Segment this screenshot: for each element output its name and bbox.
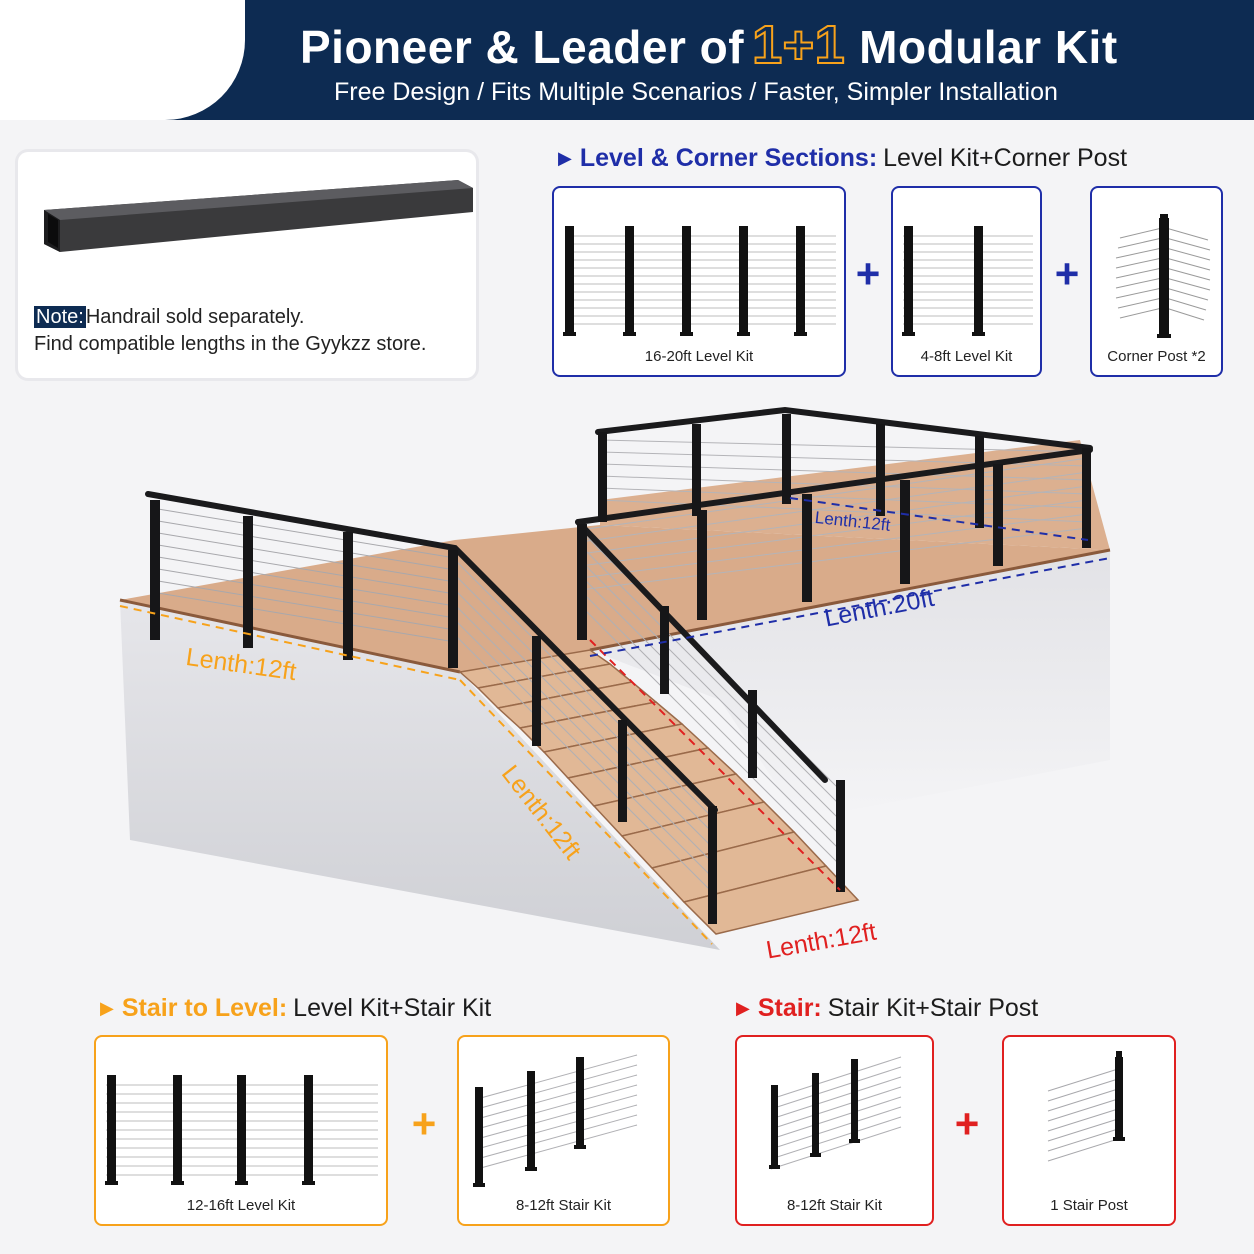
note-line1: Handrail sold separately. [85,306,305,328]
level-corner-combo: Level Kit+Corner Post [883,144,1128,172]
stair-to-level-label: Stair to Level: [121,994,288,1022]
header-corner-decoration [0,0,245,120]
title-after: Modular Kit [859,21,1118,73]
level-kit-4-8-box: 4-8ft Level Kit [891,186,1042,377]
level-kit-12-16-caption: 12-16ft Level Kit [186,1197,296,1214]
triangle-arrow-icon: ▶ [100,998,114,1018]
handrail-note-card: Note:Handrail sold separately. Find comp… [18,152,476,378]
level-kit-16-20-image [563,226,836,336]
level-kit-16-20-box: 16-20ft Level Kit [552,186,846,377]
stair-kit-red-caption: 8-12ft Stair Kit [786,1197,883,1214]
stair-kit-orange-caption: 8-12ft Stair Kit [515,1197,612,1214]
corner-post-box: Corner Post *2 [1090,186,1223,377]
stair-kit-orange-box: 8-12ft Stair Kit [457,1035,670,1226]
stair-post-image [1047,1051,1125,1162]
note-text: Note:Handrail sold separately. Find comp… [34,304,464,358]
corner-post-caption: Corner Post *2 [1107,348,1206,365]
triangle-arrow-icon: ▶ [736,998,750,1018]
stair-label: Stair: [757,994,822,1022]
stair-post-caption: 1 Stair Post [1050,1197,1128,1214]
title-before: Pioneer & Leader of [300,21,745,73]
deck-stair-illustration [119,406,1111,950]
plus-icon: + [855,250,881,297]
stair-to-level-heading: ▶ Stair to Level:Level Kit+Stair Kit [100,994,491,1023]
stair-post-box: 1 Stair Post [1002,1035,1176,1226]
stair-heading: ▶ Stair:Stair Kit+Stair Post [736,994,1038,1023]
stair-kit-red-image [769,1056,902,1170]
stair-to-level-combo: Level Kit+Stair Kit [293,994,492,1022]
corner-post-image [1115,214,1211,338]
plus-icon: + [411,1100,437,1147]
note-line2: Find compatible lengths in the Gyykzz st… [34,333,427,355]
plus-icon: + [1054,250,1080,297]
stair-kit-red-box: 8-12ft Stair Kit [735,1035,934,1226]
stair-combo: Stair Kit+Stair Post [827,994,1039,1022]
triangle-arrow-icon: ▶ [558,148,572,168]
level-kit-12-16-box: 12-16ft Level Kit [94,1035,388,1226]
page-subtitle: Free Design / Fits Multiple Scenarios / … [334,78,1058,106]
level-kit-4-8-caption: 4-8ft Level Kit [920,348,1013,365]
level-kit-12-16-image [105,1075,378,1185]
note-label: Note: [34,306,86,328]
level-kit-16-20-caption: 16-20ft Level Kit [644,348,754,365]
level-corner-heading: ▶ Level & Corner Sections:Level Kit+Corne… [558,144,1127,173]
handrail-image [44,180,473,252]
plus-icon: + [954,1100,980,1147]
level-corner-label: Level & Corner Sections: [579,144,878,172]
stair-kit-orange-image [473,1054,638,1187]
level-kit-4-8-image [902,226,1033,336]
title-highlight: 1+1 [751,14,846,76]
